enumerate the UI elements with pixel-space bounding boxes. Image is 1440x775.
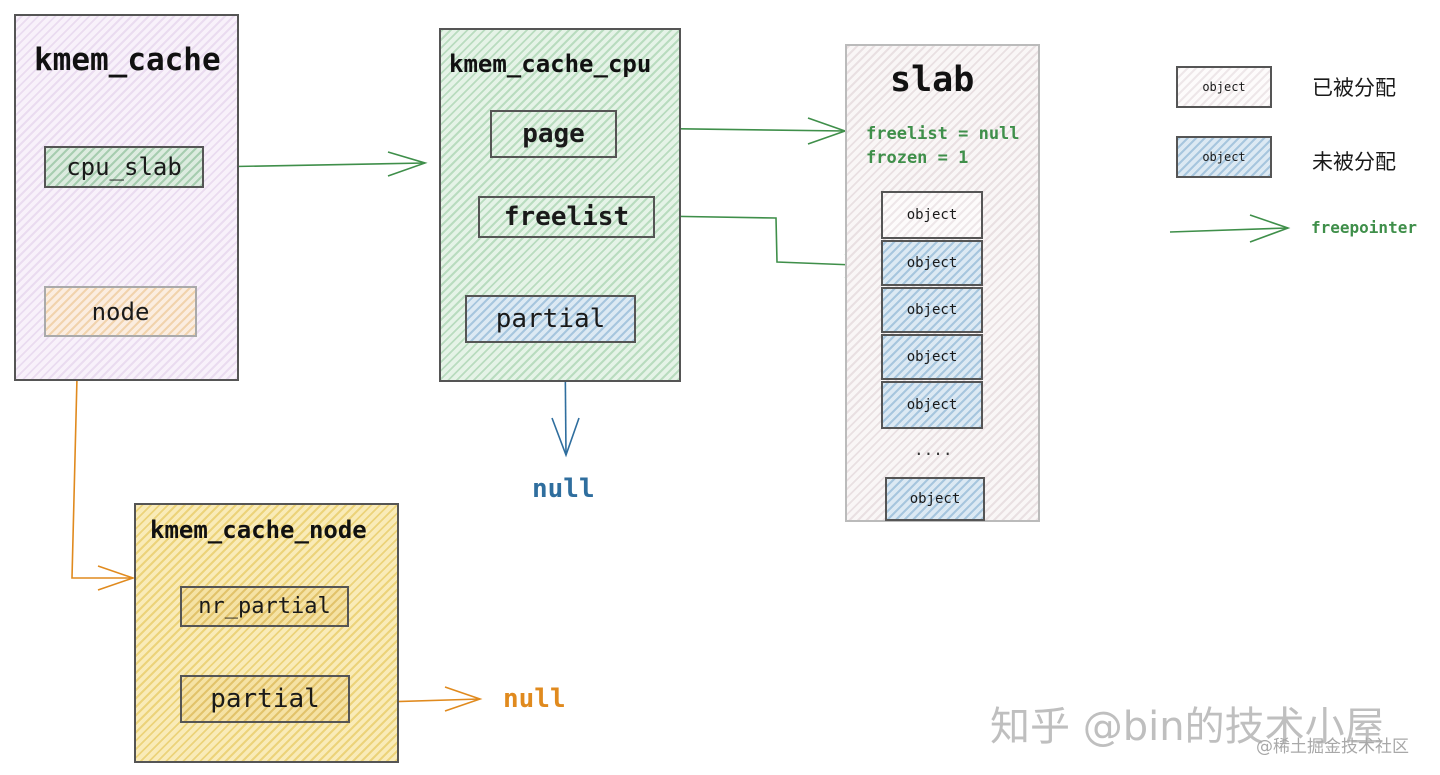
- cpu-partial-field: partial: [465, 295, 636, 343]
- freelist-field: freelist: [478, 196, 655, 238]
- legend-freepointer-arrow: [1169, 214, 1291, 243]
- watermark-sub: @稀土掘金技术社区: [1256, 737, 1409, 757]
- slab-ellipsis: ....: [914, 440, 953, 459]
- slab-title: slab: [890, 60, 975, 100]
- legend-free-label: 未被分配: [1312, 150, 1396, 174]
- slab-object-free: object: [881, 334, 983, 380]
- page-field: page: [490, 110, 617, 158]
- node-partial-null: null: [503, 684, 566, 714]
- watermark-main: 知乎 @bin的技术小屋: [990, 704, 1385, 750]
- nr-partial-field: nr_partial: [180, 586, 349, 627]
- node-field: node: [44, 286, 197, 337]
- cpu-partial-null: null: [532, 474, 595, 504]
- cpu-slab-field: cpu_slab: [44, 146, 204, 188]
- slab-frozen-line: frozen = 1: [866, 148, 969, 168]
- legend-allocated-box: object: [1176, 66, 1272, 108]
- slab-object-allocated: object: [881, 191, 983, 239]
- arrow-node-to-cache-node: [71, 336, 136, 591]
- kmem-cache-cpu-title: kmem_cache_cpu: [449, 50, 652, 78]
- node-partial-field: partial: [180, 675, 350, 723]
- slab-object-free: object: [881, 240, 983, 286]
- legend-allocated-label: 已被分配: [1312, 76, 1396, 100]
- slab-object-free: object: [881, 381, 983, 429]
- kmem-cache-node-title: kmem_cache_node: [150, 516, 367, 544]
- arrow-cpu-slab-to-cache-cpu: [207, 151, 428, 177]
- slab-object-free: object: [885, 477, 985, 521]
- kmem-cache-title: kmem_cache: [34, 42, 221, 78]
- slab-object-free: object: [881, 287, 983, 333]
- legend-free-box: object: [1176, 136, 1272, 178]
- slab-freelist-line: freelist = null: [866, 124, 1020, 144]
- legend-freepointer-label: freepointer: [1311, 218, 1417, 237]
